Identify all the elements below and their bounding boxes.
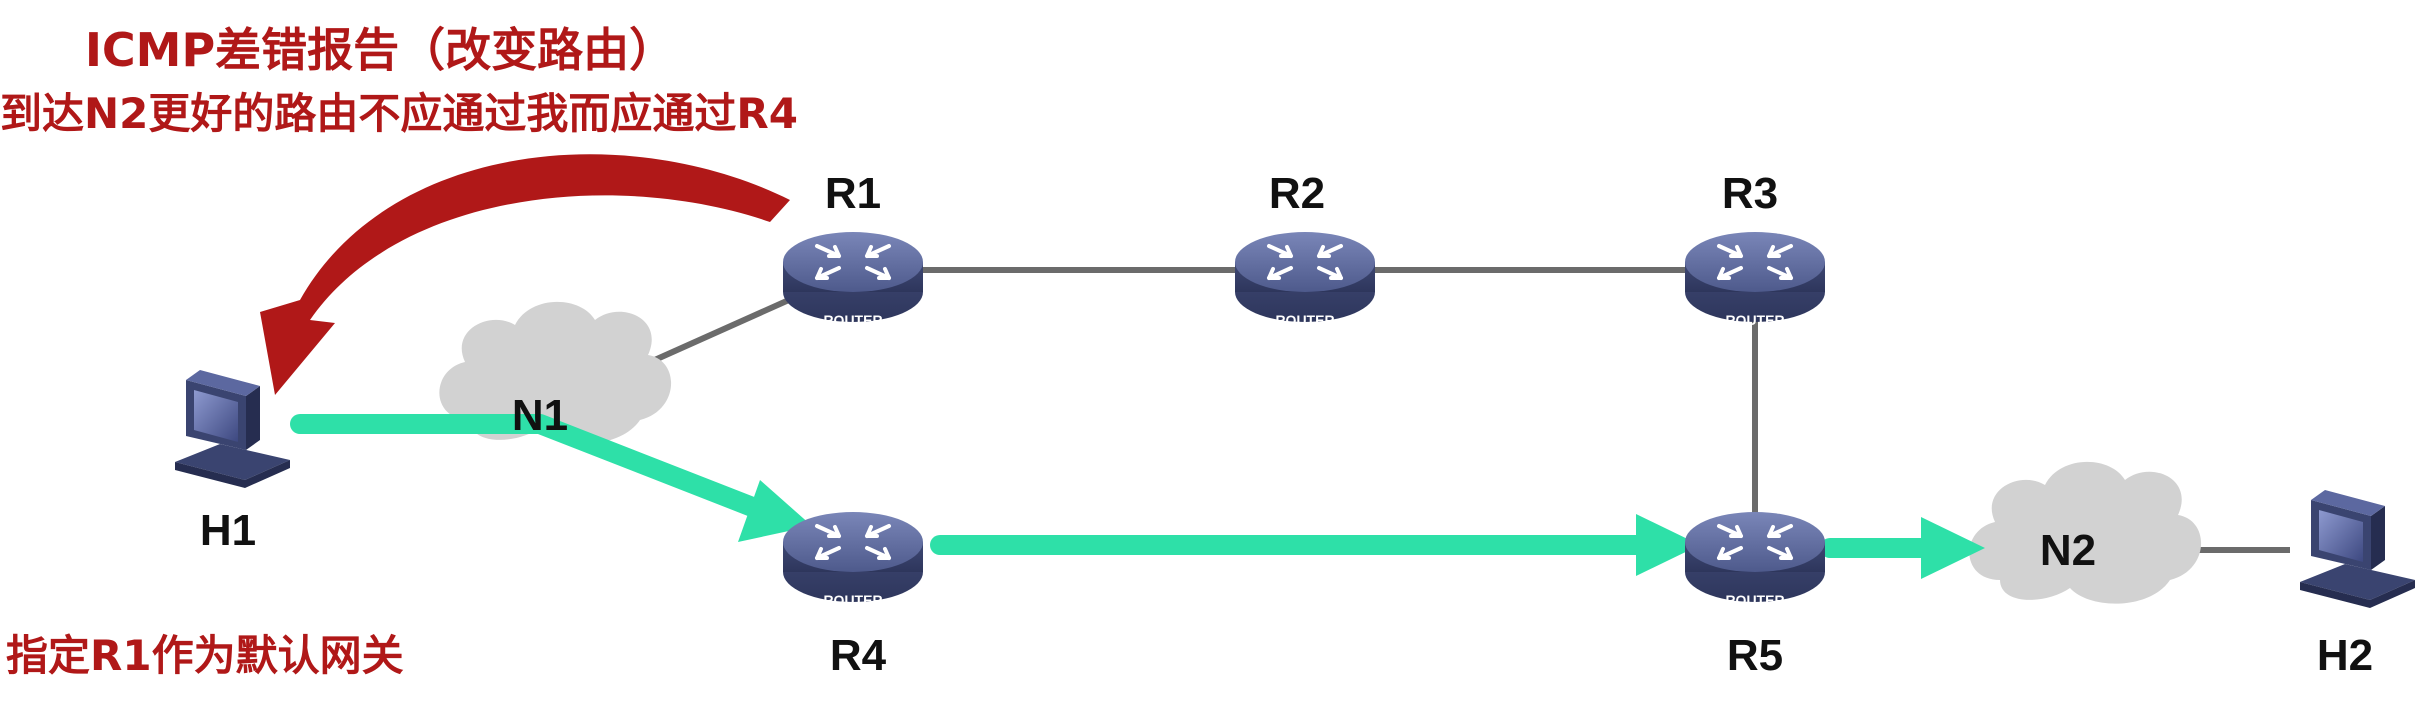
annotation-gateway-note: 指定R1作为默认网关	[6, 631, 404, 680]
router-r4-label: R4	[830, 631, 887, 680]
router-r1	[781, 230, 925, 324]
host-h1	[175, 370, 290, 488]
data-path	[290, 414, 1945, 558]
router-r5	[1683, 510, 1827, 604]
host-h2	[2300, 490, 2415, 608]
router-r4-badge: ROUTER	[823, 592, 882, 608]
redirect-arrow	[260, 154, 790, 395]
network-n1-label: N1	[512, 391, 568, 440]
host-h2-label: H2	[2317, 631, 2373, 680]
network-n2-label: N2	[2040, 526, 2096, 575]
annotation-title: ICMP差错报告（改变路由）	[84, 23, 676, 77]
arrowhead-to-n2	[1921, 517, 1985, 579]
router-r4	[781, 510, 925, 604]
router-r2-badge: ROUTER	[1275, 312, 1334, 328]
router-r5-label: R5	[1727, 631, 1783, 680]
router-r1-badge: ROUTER	[823, 312, 882, 328]
host-h1-label: H1	[200, 506, 256, 555]
router-r3-badge: ROUTER	[1725, 312, 1784, 328]
network-cloud-n2	[1969, 461, 2202, 604]
arrowhead-to-r5	[1636, 514, 1700, 576]
annotation-subtitle: 到达N2更好的路由不应通过我而应通过R4	[0, 89, 798, 138]
router-r3-label: R3	[1722, 169, 1778, 218]
router-r5-badge: ROUTER	[1725, 592, 1784, 608]
router-r2	[1233, 230, 1377, 324]
data-path-h1-n1-r4	[290, 414, 770, 520]
router-r2-label: R2	[1269, 169, 1325, 218]
network-cloud-n1	[439, 301, 672, 444]
router-r3	[1683, 230, 1827, 324]
router-r1-label: R1	[825, 169, 881, 218]
